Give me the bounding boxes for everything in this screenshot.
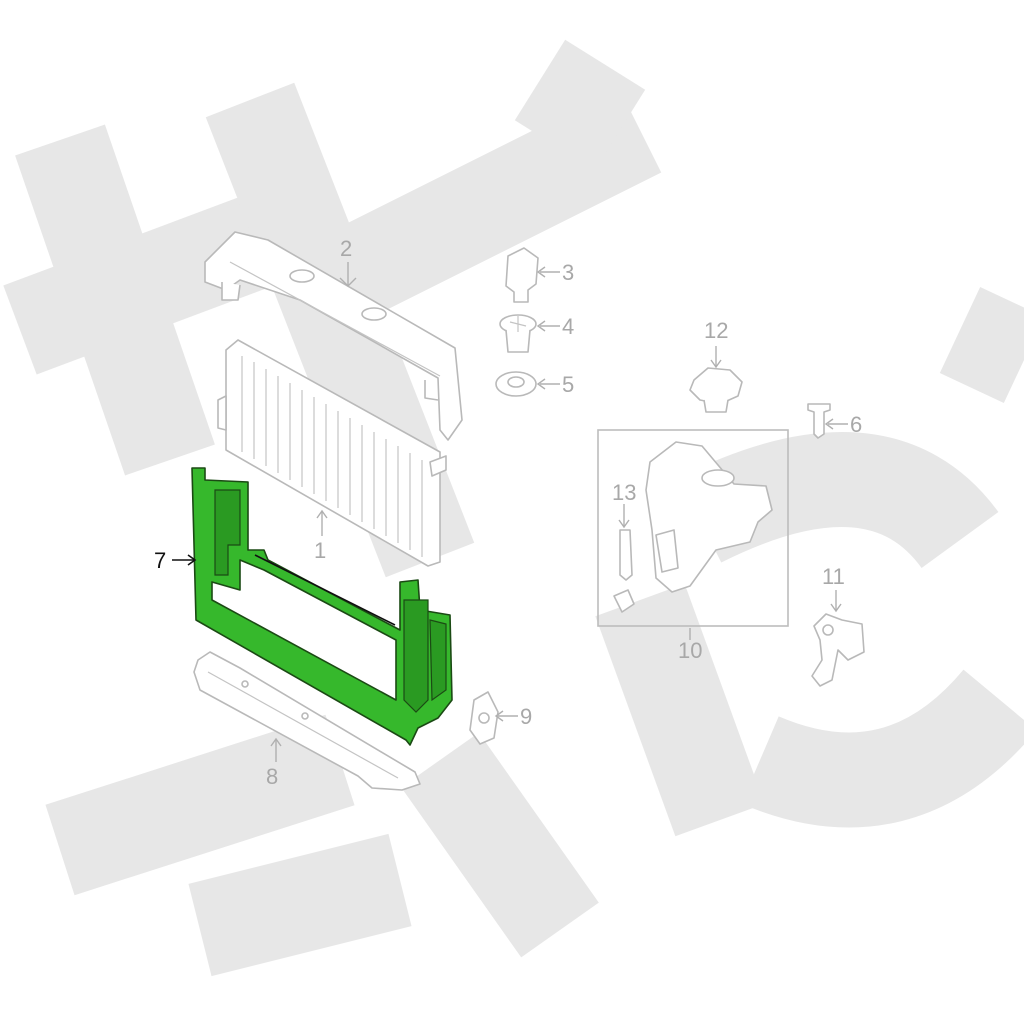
callout-11: 11 bbox=[822, 564, 845, 589]
callout-7: 7 bbox=[154, 548, 166, 573]
part-6-screw bbox=[807, 403, 831, 439]
part-2-upper-carrier bbox=[204, 231, 463, 441]
part-13-level-sensor bbox=[613, 529, 635, 613]
callout-9: 9 bbox=[520, 704, 532, 729]
callout-2: 2 bbox=[340, 236, 352, 261]
callout-1: 1 bbox=[314, 538, 326, 563]
callout-3: 3 bbox=[562, 260, 574, 285]
watermark bbox=[3, 39, 1024, 977]
part-4-grommet bbox=[499, 314, 537, 353]
part-11-bracket bbox=[811, 613, 865, 687]
part-7-fan-shroud-frame bbox=[191, 467, 453, 746]
part-10-tank-group bbox=[597, 429, 789, 627]
leader-lines bbox=[172, 262, 848, 762]
callout-8: 8 bbox=[266, 764, 278, 789]
part-5-rubber-mount bbox=[495, 371, 537, 397]
part-12-cap bbox=[689, 367, 743, 413]
callout-12: 12 bbox=[704, 318, 728, 343]
part-8-lower-deflector bbox=[193, 651, 421, 791]
callout-10: 10 bbox=[678, 638, 702, 663]
callout-labels: 2 3 4 5 12 6 13 1 7 11 10 9 8 bbox=[154, 236, 862, 789]
callout-6: 6 bbox=[850, 412, 862, 437]
callout-13: 13 bbox=[612, 480, 636, 505]
part-9-clip bbox=[469, 691, 499, 745]
callout-4: 4 bbox=[562, 314, 574, 339]
part-3-rivet bbox=[505, 247, 539, 303]
part-1-radiator bbox=[217, 339, 447, 567]
callout-5: 5 bbox=[562, 372, 574, 397]
